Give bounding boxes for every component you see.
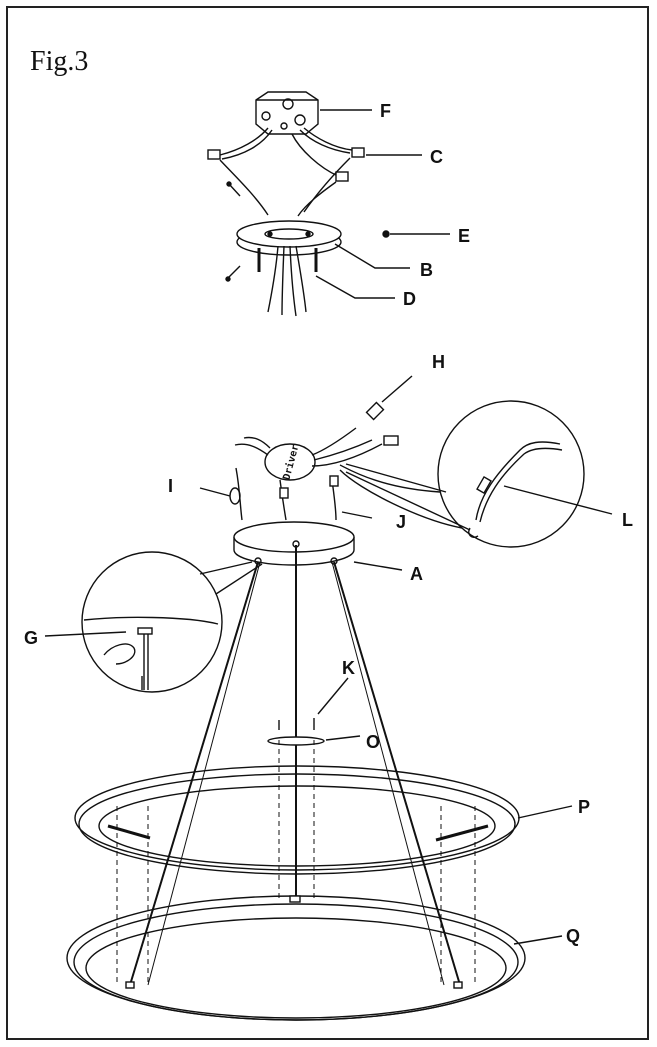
figure-title: Fig.3	[30, 46, 89, 77]
junction-box	[255, 91, 319, 135]
label-d: D	[403, 289, 416, 309]
label-c: C	[430, 147, 443, 167]
label-j: J	[396, 512, 406, 532]
label-h: H	[432, 352, 445, 372]
loose-screws	[225, 181, 241, 282]
supply-wires	[219, 127, 353, 217]
mounting-bolts	[257, 248, 318, 272]
leader-lines-top	[315, 109, 450, 299]
label-k: K	[342, 658, 355, 678]
label-i: I	[168, 476, 173, 496]
canopy	[233, 521, 355, 566]
leader-lines-bottom	[44, 375, 613, 945]
label-a: A	[410, 564, 423, 584]
label-g: G	[24, 628, 38, 648]
set-screw	[382, 230, 390, 238]
cable-grommets	[279, 475, 339, 499]
driver-connectors	[365, 401, 399, 446]
label-q: Q	[566, 926, 580, 946]
detail-circle-cord	[437, 400, 585, 548]
label-e: E	[458, 226, 470, 246]
label-f: F	[380, 101, 391, 121]
bracket-cords	[267, 245, 307, 317]
driver-wires	[234, 427, 463, 529]
label-l: L	[622, 510, 633, 530]
nut	[229, 487, 241, 505]
alignment-guides	[116, 740, 476, 985]
callout-lines	[199, 463, 471, 595]
led-driver	[264, 443, 316, 481]
label-b: B	[420, 260, 433, 280]
lower-ring	[66, 895, 526, 1021]
mounting-bracket	[236, 220, 342, 256]
label-o: O	[366, 732, 380, 752]
center-bracket	[267, 718, 325, 746]
wire-connectors	[207, 147, 365, 182]
detail-circle-cable	[81, 551, 223, 693]
label-p: P	[578, 797, 590, 817]
